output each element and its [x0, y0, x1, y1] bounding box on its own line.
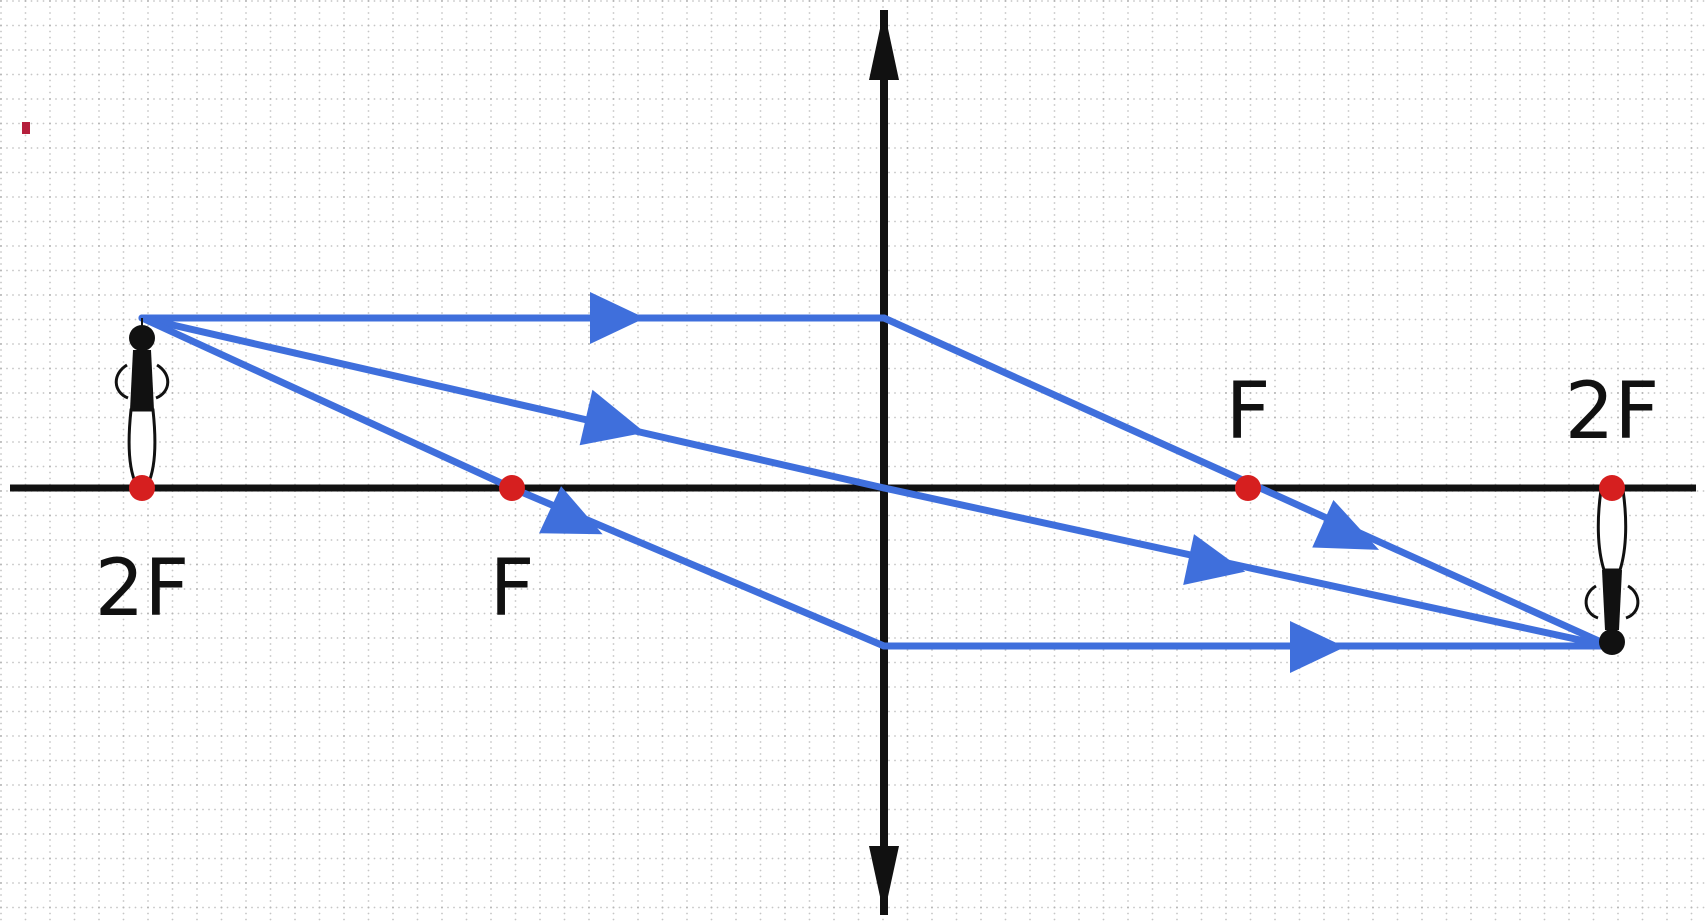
- lens-top-arrow-icon: [869, 10, 899, 80]
- focal-point-2f-right: [1599, 475, 1625, 501]
- ray-focal-incident: [138, 314, 516, 492]
- ray-arrow-icon: [579, 389, 646, 446]
- ray-arrow-icon: [539, 486, 603, 535]
- focal-point-f-right: [1235, 475, 1261, 501]
- ray-arrow-icon: [1290, 621, 1345, 673]
- ray-arrow-icon: [590, 292, 645, 344]
- ray-arrow-icon: [1312, 499, 1380, 550]
- focal-point-f-left: [499, 475, 525, 501]
- ray-arrow-icon: [1183, 534, 1246, 586]
- ray-center-incident: [138, 314, 888, 492]
- label-2f-right: 2F: [1565, 367, 1660, 457]
- focal-point-2f-left: [129, 475, 155, 501]
- label-f-right: F: [1226, 367, 1271, 457]
- lens-bottom-arrow-icon: [869, 846, 899, 915]
- label-2f-left: 2F: [95, 544, 190, 634]
- label-f-left: F: [490, 544, 535, 634]
- upright-person-icon: [114, 318, 170, 488]
- inverted-person-icon: [1584, 488, 1640, 655]
- ray-center-continued: [880, 484, 1616, 651]
- stray-mark: [22, 122, 30, 134]
